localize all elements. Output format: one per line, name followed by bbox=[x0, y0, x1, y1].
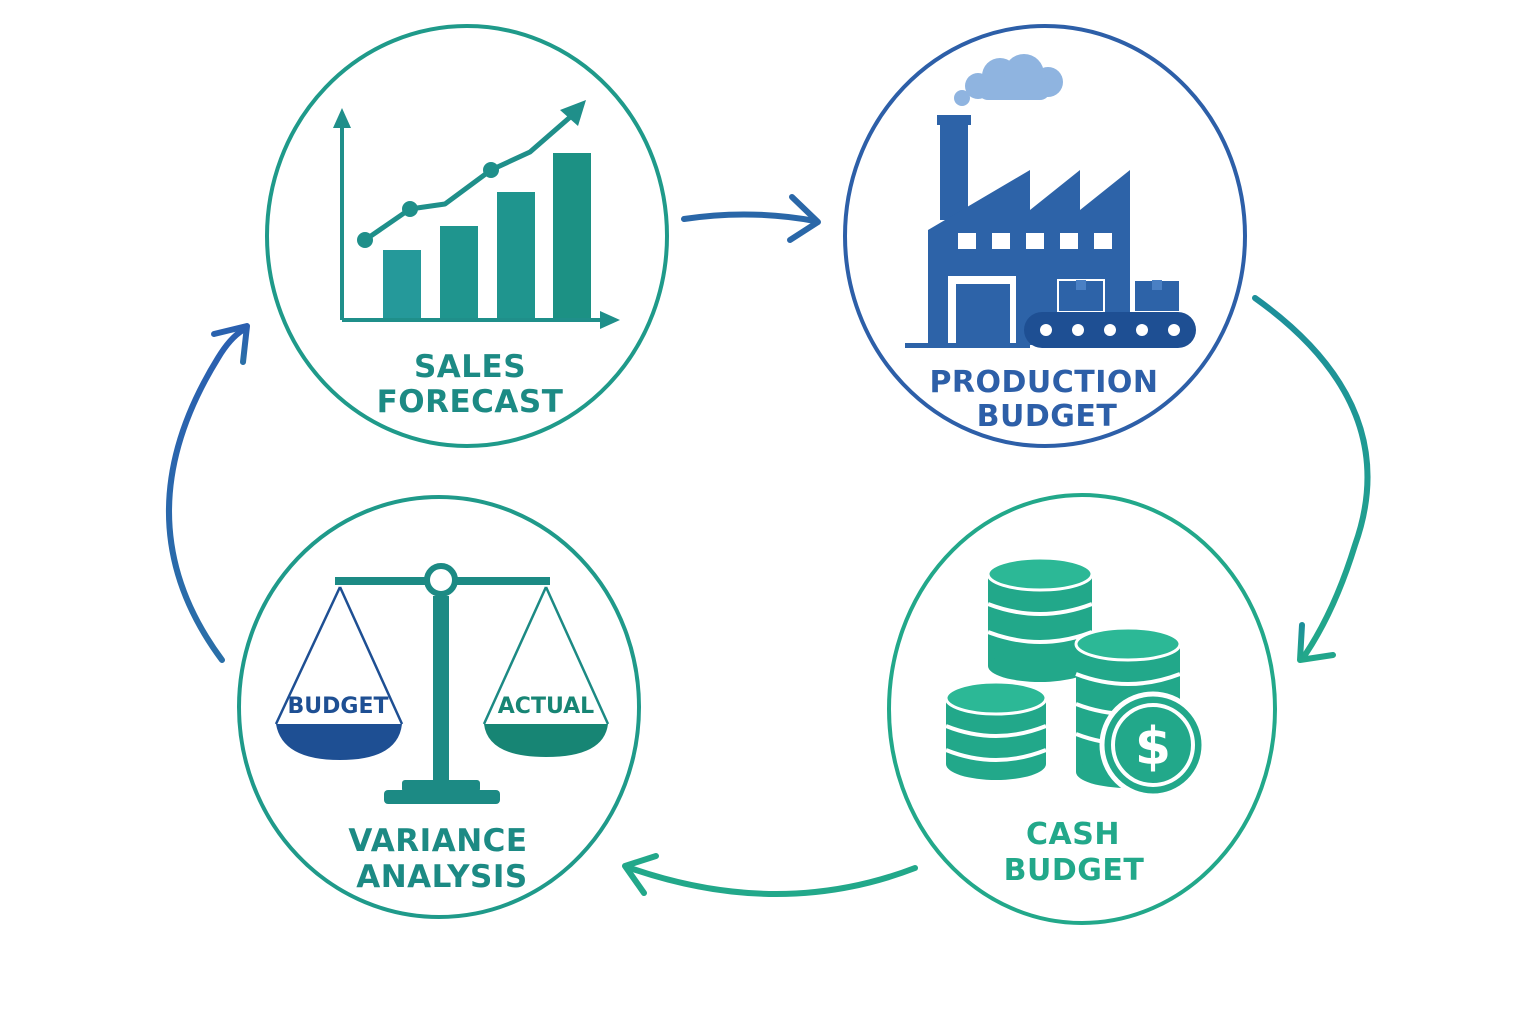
node-cash-budget: $ CASH BUDGET bbox=[887, 493, 1277, 925]
sales-forecast-label-line1: SALES bbox=[414, 349, 526, 385]
arrow-production-to-cash bbox=[1252, 295, 1371, 663]
sales-forecast-circle bbox=[265, 24, 669, 448]
arrow-variance-to-sales bbox=[166, 323, 250, 663]
arrow-cash-to-variance bbox=[622, 853, 918, 897]
node-variance-analysis: BUDGET ACTUAL VARIANCE ANALYSIS bbox=[237, 495, 641, 919]
production-budget-label-line1: PRODUCTION bbox=[929, 365, 1158, 400]
scale-left-pan-label: BUDGET bbox=[288, 694, 389, 719]
cash-budget-label-line2: BUDGET bbox=[1004, 853, 1145, 888]
smoke-icon bbox=[954, 54, 1063, 106]
variance-analysis-label-line2: ANALYSIS bbox=[356, 859, 528, 895]
balance-scale-icon: BUDGET ACTUAL bbox=[274, 563, 610, 804]
cash-budget-circle bbox=[887, 493, 1277, 925]
dollar-sign-icon: $ bbox=[1135, 717, 1171, 777]
scale-right-pan-label: ACTUAL bbox=[498, 694, 594, 719]
coins-dollar-icon: $ bbox=[944, 556, 1207, 799]
cash-budget-label-line1: CASH bbox=[1026, 817, 1120, 852]
arrow-sales-to-production bbox=[681, 194, 821, 243]
factory-icon bbox=[905, 54, 1196, 348]
production-budget-label-line2: BUDGET bbox=[977, 399, 1118, 434]
sales-forecast-label-line2: FORECAST bbox=[377, 384, 564, 420]
variance-analysis-circle bbox=[237, 495, 641, 919]
variance-analysis-label-line1: VARIANCE bbox=[348, 823, 527, 859]
production-budget-circle bbox=[843, 24, 1247, 448]
node-sales-forecast: SALES FORECAST bbox=[265, 24, 669, 448]
bar-chart-icon bbox=[333, 100, 620, 329]
node-production-budget: PRODUCTION BUDGET bbox=[843, 24, 1247, 448]
